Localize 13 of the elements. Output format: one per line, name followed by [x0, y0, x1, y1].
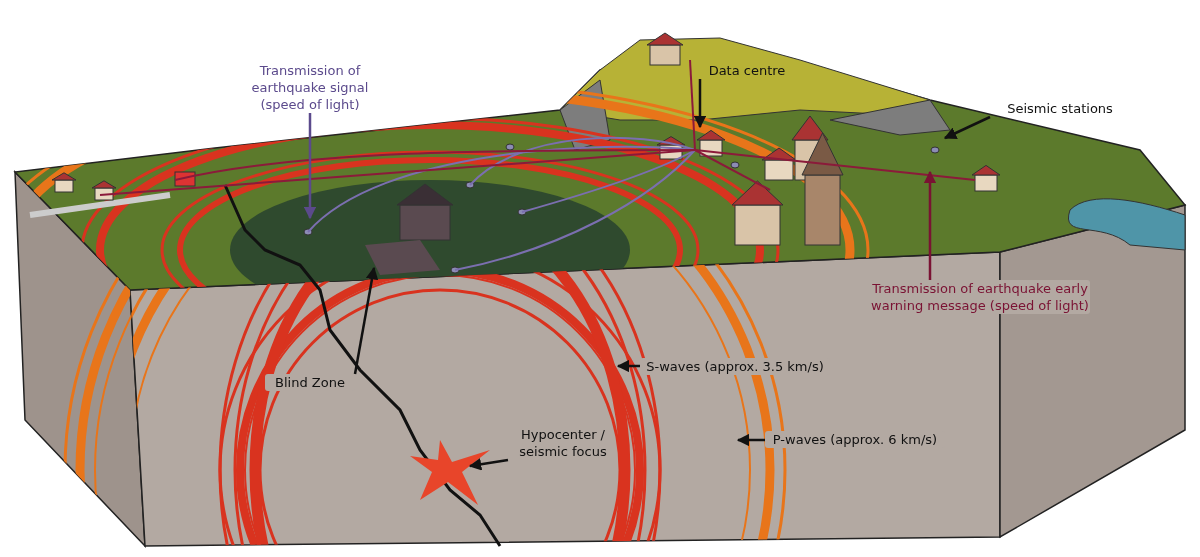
leader-arrow: [923, 170, 937, 280]
leader-arrow: [943, 115, 991, 140]
leader-arrow: [736, 433, 765, 447]
leader-arrow: [616, 359, 640, 373]
callout-text: Data centre: [697, 62, 797, 79]
callout-text: Transmission of earthquake early warning message (speed of light): [870, 280, 1090, 314]
callout-text: Hypocenter / seismic focus: [508, 426, 618, 460]
leader-arrow: [353, 266, 379, 375]
callout-text: Transmission of earthquake signal (speed of light): [235, 62, 385, 113]
leader-arrow: [693, 79, 707, 129]
leader-arrow: [303, 113, 317, 220]
leader-arrow: [468, 458, 509, 471]
callout-text: Seismic stations: [990, 100, 1130, 117]
